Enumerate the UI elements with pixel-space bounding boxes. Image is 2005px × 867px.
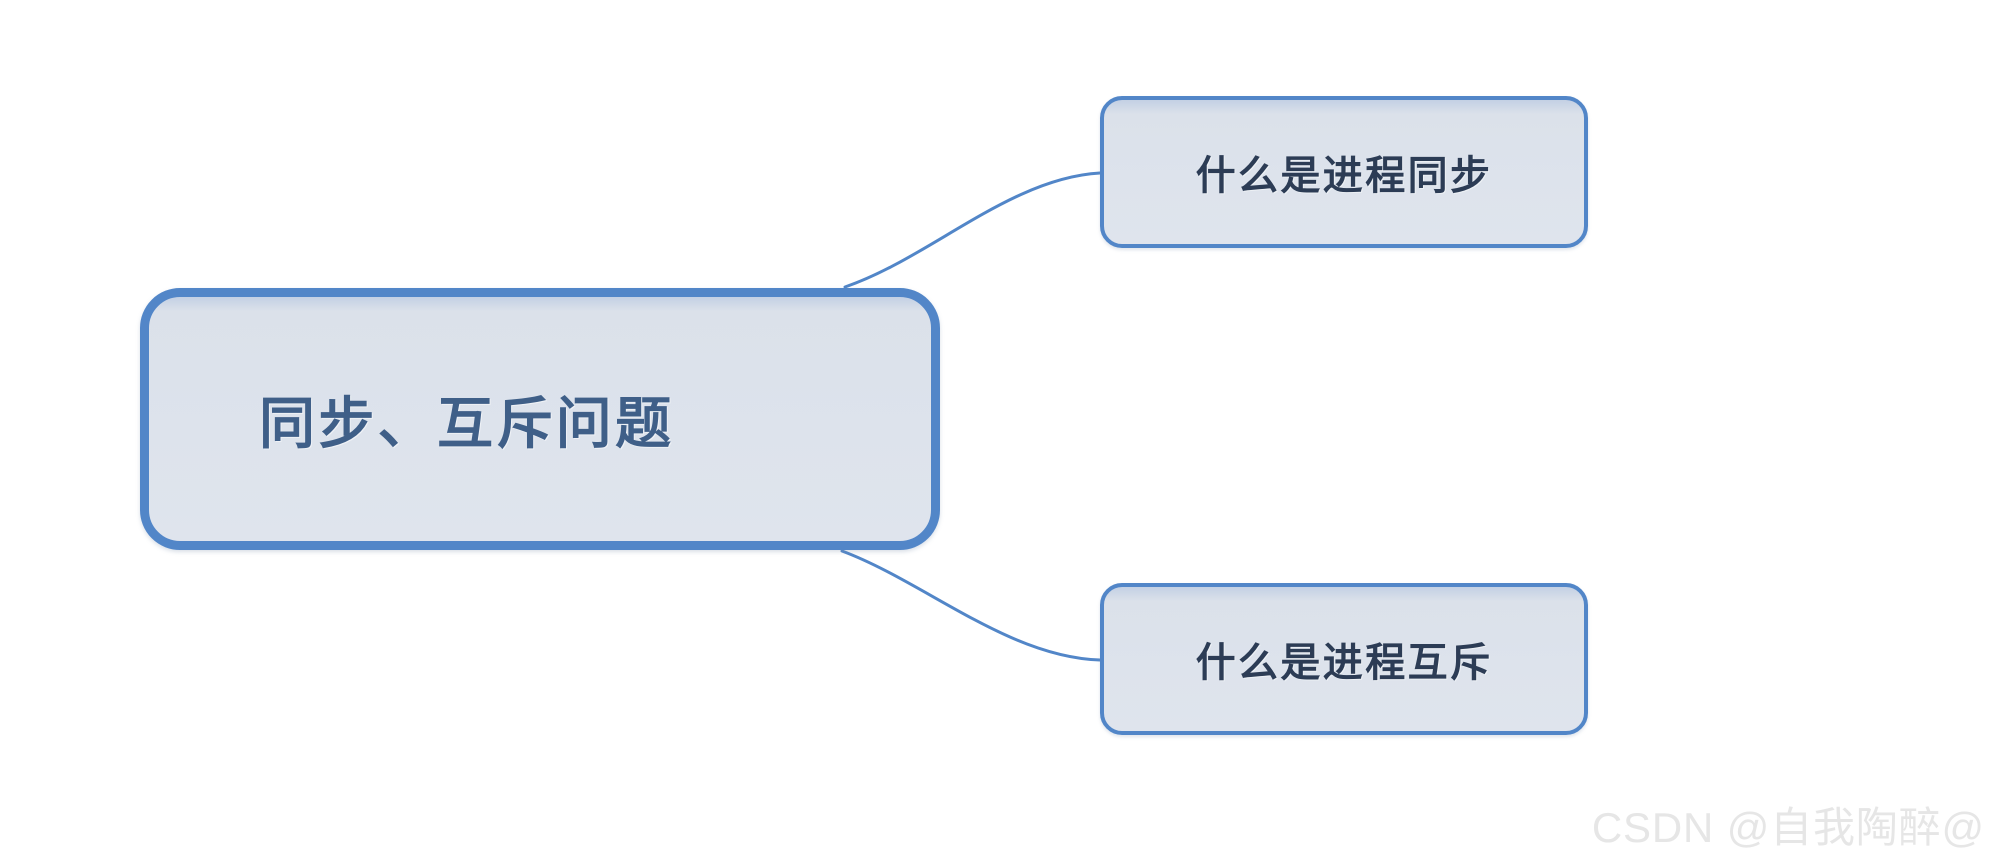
mindmap-root-node[interactable]: 同步、互斥问题 (140, 288, 940, 550)
mindmap-child-node-process-mutual-exclusion[interactable]: 什么是进程互斥 (1100, 583, 1588, 735)
connector-root-to-child-1 (840, 549, 1102, 662)
root-node-label: 同步、互斥问题 (259, 391, 675, 455)
child-node-label: 什么是进程同步 (1195, 154, 1493, 198)
mindmap-child-node-process-synchronization[interactable]: 什么是进程同步 (1100, 96, 1588, 248)
child-node-label: 什么是进程互斥 (1195, 641, 1493, 685)
connector-root-to-child-0 (843, 171, 1102, 289)
csdn-watermark: CSDN @自我陶醉@ (1591, 804, 1985, 851)
